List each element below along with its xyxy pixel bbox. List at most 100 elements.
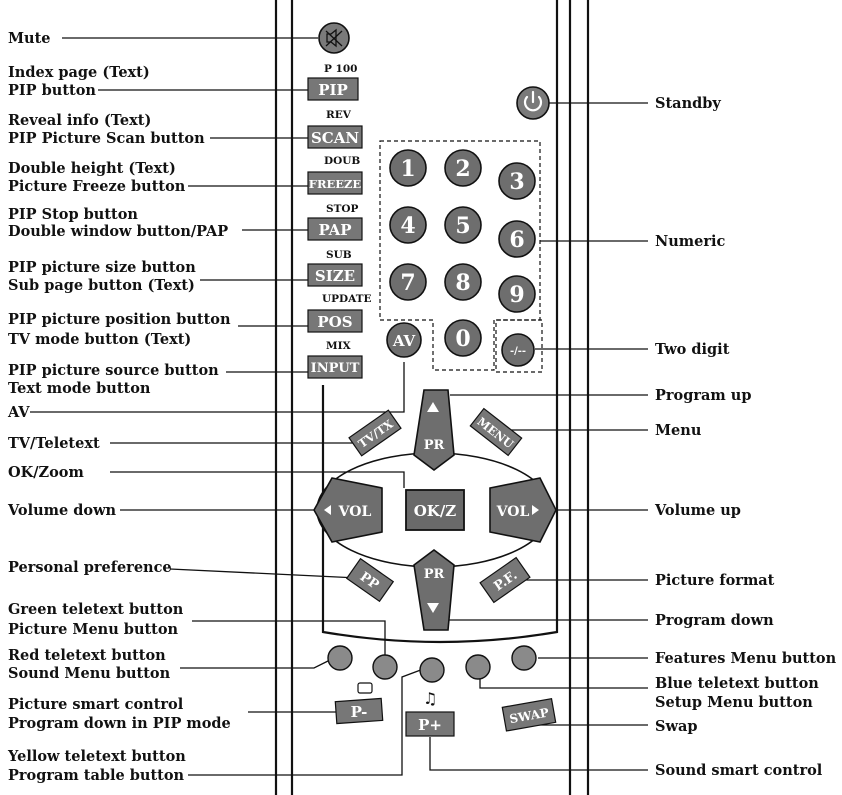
label-volume-up: Volume up — [654, 502, 741, 519]
sound-smart-button[interactable]: P+ — [405, 711, 455, 737]
pos-button[interactable]: POS — [307, 309, 363, 333]
scan-button-label: SCAN — [311, 129, 359, 147]
digit-label: 5 — [455, 213, 470, 239]
left-column-buttons: PIP P 100 REV SCAN DOUB FREEZE STOP PAP … — [307, 63, 372, 379]
digit-label: 3 — [509, 169, 524, 195]
left-leader-lines — [30, 37, 427, 776]
label-pip-size: PIP picture size button — [8, 259, 196, 276]
pip-button[interactable]: PIP — [307, 77, 359, 101]
blue-teletext-button[interactable] — [465, 654, 491, 680]
swap-button-label: SWAP — [508, 705, 550, 726]
label-ok-zoom: OK/Zoom — [8, 464, 84, 481]
label-sound-smart: Sound smart control — [655, 762, 823, 779]
size-button[interactable]: SIZE — [307, 263, 363, 287]
av-button[interactable]: AV — [386, 322, 422, 358]
input-button-label: INPUT — [311, 361, 360, 376]
stop-label: STOP — [326, 203, 359, 215]
speaker-muted-icon — [325, 28, 343, 48]
label-pip-stop: PIP Stop button — [8, 206, 138, 223]
label-pip-button: PIP button — [8, 82, 96, 99]
av-button-label: AV — [392, 332, 416, 350]
p-minus-label: P- — [351, 703, 368, 721]
arrow-up-icon — [427, 402, 439, 412]
vol-down-label: VOL — [338, 504, 372, 520]
picture-format-button[interactable]: P.F. — [479, 556, 531, 604]
personal-preference-button[interactable]: PP — [345, 557, 395, 603]
left-labels: Mute Index page (Text) PIP button Reveal… — [7, 30, 231, 784]
program-down-button[interactable]: PR — [413, 549, 455, 631]
menu-button[interactable]: MENU — [469, 407, 523, 457]
input-button[interactable]: INPUT — [307, 355, 363, 379]
digit-label: 7 — [400, 270, 415, 296]
picture-smart-button[interactable]: P- — [334, 697, 384, 725]
label-numeric: Numeric — [655, 233, 726, 250]
label-double-height: Double height (Text) — [8, 160, 176, 177]
freeze-button[interactable]: FREEZE — [307, 171, 363, 195]
digit-button-0[interactable]: 0 — [444, 319, 482, 357]
red-teletext-button[interactable] — [327, 645, 353, 671]
power-icon — [523, 90, 543, 112]
svg-text:♫: ♫ — [423, 689, 437, 708]
digit-button-4[interactable]: 4 — [389, 206, 427, 244]
label-program-table: Program table button — [8, 767, 185, 784]
digit-label: 6 — [509, 227, 524, 253]
pr-down-label: PR — [424, 567, 445, 582]
scan-button[interactable]: SCAN — [307, 125, 363, 149]
label-volume-down: Volume down — [7, 502, 117, 519]
digit-label: 4 — [400, 213, 415, 239]
digit-button-2[interactable]: 2 — [444, 149, 482, 187]
freeze-button-label: FREEZE — [309, 177, 362, 191]
pos-button-label: POS — [317, 313, 352, 331]
label-picture-smart: Picture smart control — [8, 696, 184, 713]
standby-button[interactable] — [516, 86, 550, 120]
label-features-menu: Features Menu button — [655, 650, 837, 667]
label-av: AV — [7, 404, 30, 421]
volume-up-button[interactable]: VOL — [489, 477, 557, 543]
tvtx-button[interactable]: TV/TX — [348, 409, 402, 457]
digit-button-1[interactable]: 1 — [389, 149, 427, 187]
label-tv-teletext: TV/Teletext — [8, 435, 100, 452]
digit-button-6[interactable]: 6 — [498, 220, 536, 258]
two-digit-group-outline — [495, 319, 543, 373]
label-sound-menu: Sound Menu button — [8, 665, 171, 682]
green-teletext-button[interactable] — [372, 654, 398, 680]
label-sub-page: Sub page button (Text) — [8, 277, 195, 294]
sub-label: SUB — [326, 249, 352, 261]
two-digit-label: -/-- — [510, 346, 526, 357]
label-program-down: Program down — [655, 612, 774, 629]
right-labels: Standby Numeric Two digit Program up Men… — [654, 95, 837, 779]
ok-zoom-button[interactable]: OK/Z — [405, 489, 465, 531]
pip-button-label: PIP — [318, 81, 348, 99]
label-green-teletext: Green teletext button — [8, 601, 184, 618]
swap-button[interactable]: SWAP — [501, 697, 557, 732]
two-digit-button[interactable]: -/-- — [501, 333, 535, 367]
label-mute: Mute — [8, 30, 51, 47]
pap-button[interactable]: PAP — [307, 217, 363, 241]
digit-button-9[interactable]: 9 — [498, 275, 536, 313]
label-yellow-teletext: Yellow teletext button — [7, 748, 186, 765]
label-double-window: Double window button/PAP — [8, 223, 228, 240]
arrow-left-icon — [324, 505, 331, 515]
right-leader-lines — [429, 102, 648, 771]
label-reveal-info: Reveal info (Text) — [8, 112, 151, 129]
pap-button-label: PAP — [318, 221, 351, 239]
label-index-page: Index page (Text) — [8, 64, 150, 81]
p-plus-label: P+ — [418, 716, 442, 734]
yellow-teletext-button[interactable] — [419, 657, 445, 683]
digit-button-8[interactable]: 8 — [444, 263, 482, 301]
label-program-down-pip: Program down in PIP mode — [8, 715, 231, 732]
digit-label: 2 — [455, 156, 470, 182]
digit-button-3[interactable]: 3 — [498, 162, 536, 200]
features-menu-button[interactable] — [511, 645, 537, 671]
program-up-button[interactable]: PR — [413, 389, 455, 471]
digit-button-5[interactable]: 5 — [444, 206, 482, 244]
label-tv-mode: TV mode button (Text) — [8, 331, 191, 348]
volume-down-button[interactable]: VOL — [313, 477, 383, 543]
label-standby: Standby — [655, 95, 721, 112]
update-label: UPDATE — [322, 293, 372, 305]
size-button-label: SIZE — [315, 267, 355, 285]
mute-button[interactable] — [318, 22, 350, 54]
label-pip-position: PIP picture position button — [8, 311, 231, 328]
digit-button-7[interactable]: 7 — [389, 263, 427, 301]
digit-label: 9 — [509, 282, 524, 308]
